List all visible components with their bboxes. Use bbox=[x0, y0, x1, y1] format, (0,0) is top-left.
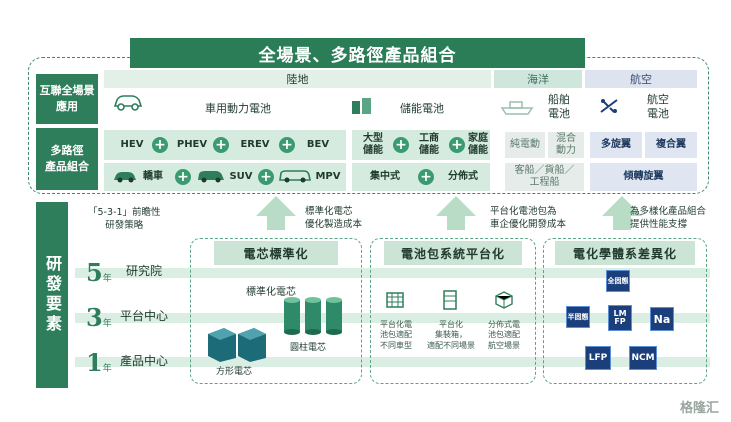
note-pack: 平台化電池包為車企優化開發成本 bbox=[490, 206, 567, 230]
band-sea: 海洋 bbox=[494, 70, 582, 88]
plus-icon: + bbox=[152, 137, 168, 153]
chem-ncm: NCM bbox=[629, 346, 657, 370]
tier-1: 1年 bbox=[86, 348, 112, 377]
tier-5: 5年 bbox=[86, 258, 112, 287]
plus-icon: + bbox=[449, 137, 465, 153]
stage-cell-title: 電芯標準化 bbox=[214, 241, 338, 265]
aero-tiltrotor: 傾轉旋翼 bbox=[590, 163, 697, 191]
ev-erev: EREV bbox=[240, 138, 270, 150]
row-label-products: 多路徑產品組合 bbox=[36, 128, 98, 190]
ev-row2 bbox=[104, 163, 346, 191]
storage-centralized: 集中式 bbox=[370, 170, 400, 182]
ev-phev: PHEV bbox=[176, 138, 208, 150]
pack-item-vehicle: 平台化電池包適配不同車型 bbox=[380, 320, 412, 350]
note-cell: 標準化電芯優化製造成本 bbox=[305, 206, 363, 230]
note-chem: 為多樣化產品組合提供性能支撐 bbox=[630, 206, 707, 230]
ship-icon bbox=[500, 96, 534, 116]
category-ship: 船舶電池 bbox=[548, 93, 570, 121]
tier-band-5 bbox=[75, 268, 710, 278]
pack-item-aero: 分佈式電池包適配航空場景 bbox=[488, 320, 520, 350]
mpv-icon bbox=[278, 168, 312, 184]
prismatic-cells-icon bbox=[204, 326, 270, 362]
cylinder-cell-label: 圓柱電芯 bbox=[290, 343, 327, 353]
chem-semi-solid: 半固態 bbox=[566, 306, 590, 328]
ship-pure-electric: 純電動 bbox=[505, 132, 545, 158]
band-land: 陸地 bbox=[104, 70, 491, 88]
grid-calendar-icon bbox=[386, 290, 404, 308]
aero-multirotor: 多旋翼 bbox=[590, 132, 642, 158]
cylinder-cells-icon bbox=[282, 294, 346, 336]
plus-icon: + bbox=[175, 169, 191, 185]
row-label-scenarios: 互聯全場景應用 bbox=[36, 74, 98, 124]
sedan-icon bbox=[112, 168, 138, 184]
suv-icon bbox=[196, 168, 226, 184]
ev-sedan: 轎車 bbox=[143, 170, 163, 182]
pack-item-container: 平台化集裝箱，適配不同場景 bbox=[427, 320, 475, 350]
stage-pack-frame bbox=[370, 238, 536, 384]
page-title: 全場景、多路徑產品組合 bbox=[130, 38, 585, 68]
stage-chem-frame bbox=[543, 238, 707, 384]
storage-row1 bbox=[352, 130, 490, 160]
chem-lfp: LFP bbox=[585, 346, 611, 370]
std-cell-label: 標準化電芯 bbox=[246, 287, 296, 298]
cube-icon bbox=[494, 290, 514, 310]
car-icon bbox=[112, 92, 144, 112]
category-storage: 儲能電池 bbox=[400, 102, 444, 115]
strategy-note: 「5-3-1」前瞻性研發策略 bbox=[88, 207, 161, 231]
tier-band-1 bbox=[75, 357, 710, 367]
stage-pack-title: 電池包系統平台化 bbox=[384, 241, 522, 265]
plus-icon: + bbox=[393, 137, 409, 153]
band-air: 航空 bbox=[585, 70, 697, 88]
ev-suv: SUV bbox=[229, 170, 253, 182]
stage-chem-title: 電化學體系差異化 bbox=[555, 241, 695, 265]
aero-compound: 複合翼 bbox=[645, 132, 697, 158]
plus-icon: + bbox=[418, 169, 434, 185]
plus-icon: + bbox=[279, 137, 295, 153]
category-aero: 航空電池 bbox=[647, 93, 669, 121]
storage-distributed: 分佈式 bbox=[448, 170, 478, 182]
storage-large: 大型儲能 bbox=[363, 132, 383, 157]
aircraft-icon bbox=[598, 96, 620, 116]
ev-mpv: MPV bbox=[315, 170, 341, 182]
tier-5-label: 研究院 bbox=[126, 264, 163, 278]
ship-types: 客船／貨船／工程船 bbox=[505, 163, 584, 191]
plus-icon: + bbox=[213, 137, 229, 153]
storage-home: 家庭儲能 bbox=[468, 132, 488, 157]
container-icon bbox=[442, 290, 458, 310]
arrow-up-icon bbox=[602, 196, 642, 230]
storage-icon bbox=[350, 96, 374, 116]
stage-cell-frame bbox=[190, 238, 362, 384]
arrow-up-icon bbox=[256, 196, 296, 230]
tier-band-3 bbox=[75, 313, 710, 323]
rd-panel: 研發要素 bbox=[36, 202, 68, 388]
tier-3: 3年 bbox=[86, 303, 112, 332]
watermark-logo: 格隆汇 bbox=[679, 401, 719, 416]
prismatic-cell-label: 方形電芯 bbox=[216, 367, 253, 377]
tier-3-label: 平台中心 bbox=[120, 309, 169, 323]
category-ev: 車用動力電池 bbox=[205, 102, 271, 115]
tier-1-label: 產品中心 bbox=[120, 354, 169, 368]
ev-hev: HEV bbox=[120, 138, 144, 150]
ev-bev: BEV bbox=[306, 138, 330, 150]
plus-icon: + bbox=[258, 169, 274, 185]
arrow-up-icon bbox=[436, 196, 476, 230]
chem-solid-state: 全固態 bbox=[606, 270, 630, 292]
ship-hybrid: 混合動力 bbox=[548, 132, 584, 158]
chem-sodium: Na bbox=[650, 307, 674, 331]
storage-commercial: 工商儲能 bbox=[419, 132, 439, 157]
